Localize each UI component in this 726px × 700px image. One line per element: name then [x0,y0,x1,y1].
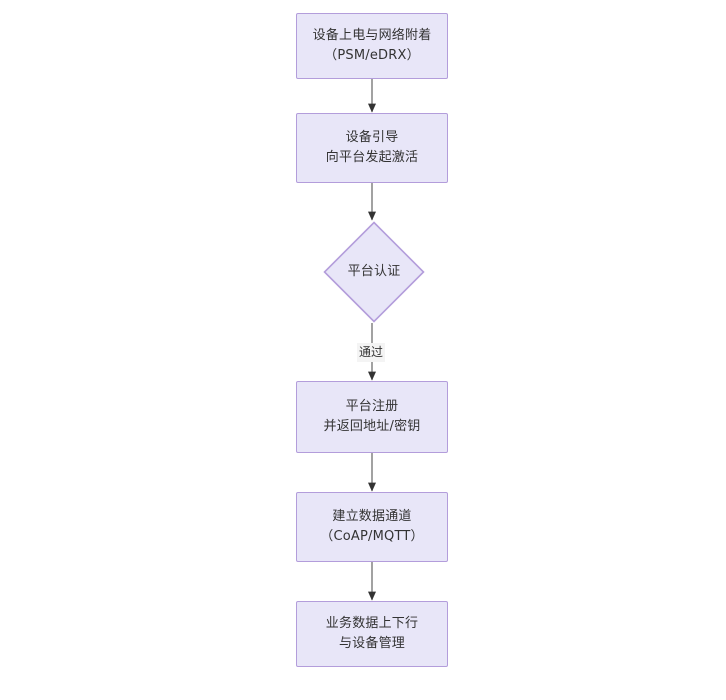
node-platform-authentication[interactable]: 平台认证 [323,221,425,323]
node-device-bootstrap[interactable]: 设备引导 向平台发起激活 [296,113,448,183]
node-label: 平台注册 并返回地址/密钥 [323,398,421,434]
node-label: 设备上电与网络附着 （PSM/eDRX） [312,27,432,63]
node-device-power-on[interactable]: 设备上电与网络附着 （PSM/eDRX） [296,13,448,79]
node-business-data-and-device-management[interactable]: 业务数据上下行 与设备管理 [296,601,448,667]
node-platform-registration[interactable]: 平台注册 并返回地址/密钥 [296,381,448,453]
edge-label-pass: 通过 [357,343,386,362]
node-label: 建立数据通道 （CoAP/MQTT） [320,508,424,544]
node-label: 设备引导 向平台发起激活 [325,129,419,165]
diamond-shape [323,221,425,323]
node-label: 平台认证 [347,263,401,279]
node-establish-data-channel[interactable]: 建立数据通道 （CoAP/MQTT） [296,492,448,562]
node-label: 业务数据上下行 与设备管理 [325,615,419,651]
